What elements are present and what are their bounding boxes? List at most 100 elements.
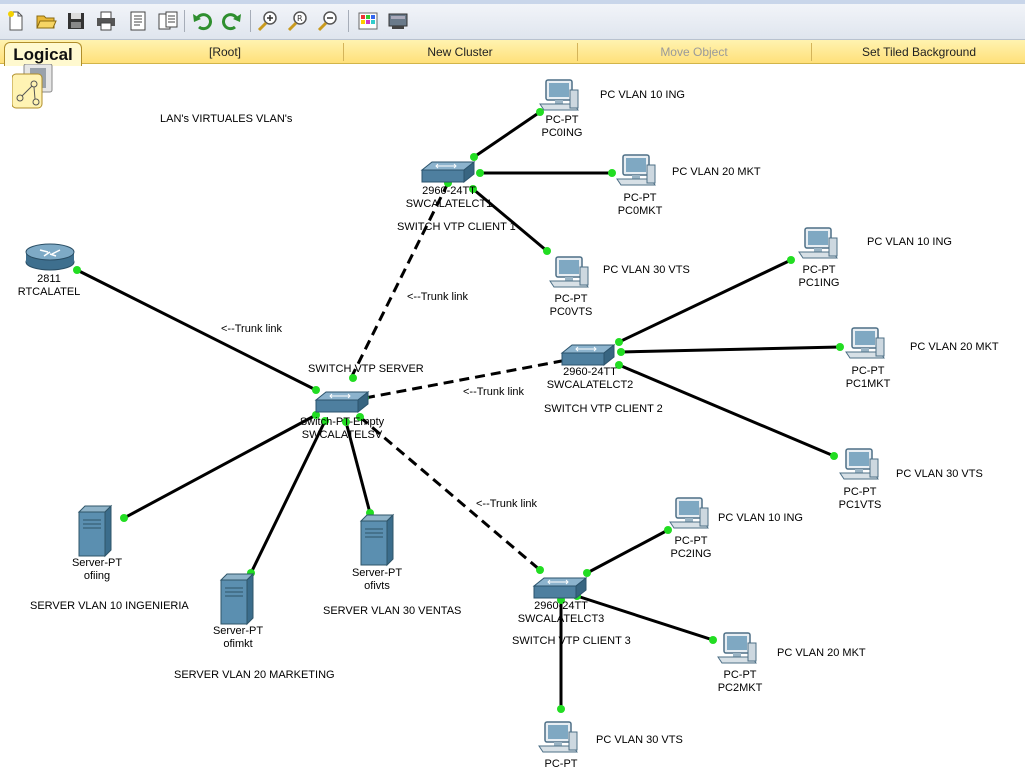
zoom-reset-icon[interactable]: R	[286, 9, 310, 33]
device-model: PC-PT	[802, 264, 836, 276]
device-model: PC-PT	[843, 486, 877, 498]
pc0ing-label[interactable]: PC-PT PC0ING	[542, 114, 583, 140]
vtp-server-note: SWITCH VTP SERVER	[308, 363, 424, 375]
topology-title-note: LAN's VIRTUALES VLAN's	[160, 113, 293, 125]
pc0mkt-label[interactable]: PC-PT PC0MKT	[618, 192, 663, 218]
move-object-button[interactable]: Move Object	[660, 45, 728, 59]
device-model: PC-PT	[851, 365, 885, 377]
server-ofivts-label[interactable]: Server-PT ofivts	[352, 567, 402, 593]
link-server-ofiing	[123, 413, 317, 520]
server-ofimkt-label[interactable]: Server-PT ofimkt	[213, 625, 263, 651]
main-toolbar: R	[0, 0, 1025, 40]
device-model: 2811	[37, 273, 61, 285]
trunk-server-ct2	[364, 358, 568, 400]
trunk-server-ct1	[349, 182, 450, 379]
pc2mkt-label[interactable]: PC-PT PC2MKT	[718, 669, 763, 695]
device-model: 2960-24TT	[422, 185, 476, 197]
toolbar-separator	[250, 10, 251, 32]
redo-icon[interactable]	[220, 9, 244, 33]
device-name: SWCALATELCT2	[546, 379, 634, 391]
pc1mkt-label[interactable]: PC-PT PC1MKT	[846, 365, 891, 391]
link-router-server-switch	[76, 268, 317, 392]
logical-workspace-tab[interactable]: Logical	[4, 42, 82, 66]
svg-text:R: R	[297, 14, 303, 23]
activity-wizard-icon[interactable]	[126, 9, 150, 33]
server-vlan10-note: SERVER VLAN 10 INGENIERIA	[30, 600, 189, 612]
device-model: Switch-PT-Empty	[299, 416, 385, 428]
device-name: PC2MKT	[717, 682, 763, 694]
device-name: ofiing	[83, 570, 111, 582]
pc-vlan-note: PC VLAN 20 MKT	[777, 647, 866, 659]
pc2ing-label[interactable]: PC-PT PC2ING	[671, 535, 712, 561]
pc1ing-icon	[798, 227, 838, 259]
device-model: PC-PT	[623, 192, 657, 204]
pc0vts-label[interactable]: PC-PT PC0VTS	[550, 293, 593, 319]
device-name: PC1VTS	[838, 499, 882, 511]
device-model: PC-PT	[723, 669, 757, 681]
palette-icon[interactable]	[356, 9, 380, 33]
zoom-out-icon[interactable]	[316, 9, 340, 33]
device-model: PC-PT	[544, 758, 578, 770]
custom-device-icon[interactable]	[386, 9, 410, 33]
device-model: Server-PT	[71, 557, 123, 569]
switch-client1-label[interactable]: 2960-24TT SWCALATELCT1	[406, 185, 493, 211]
pc0vts-icon	[549, 256, 589, 288]
copy-icon[interactable]	[156, 9, 180, 33]
switch-client3-icon	[533, 577, 587, 599]
device-model: 2960-24TT	[534, 600, 588, 612]
print-icon[interactable]	[94, 9, 118, 33]
device-model: Server-PT	[351, 567, 403, 579]
logical-canvas[interactable]: LAN's VIRTUALES VLAN's <--Trunk link <--…	[0, 65, 1025, 774]
server-ofiing-label[interactable]: Server-PT ofiing	[72, 557, 122, 583]
topology-links	[25, 79, 885, 753]
switch-client2-label[interactable]: 2960-24TT SWCALATELCT2	[547, 366, 634, 392]
pc1vts-label[interactable]: PC-PT PC1VTS	[839, 486, 882, 512]
pc1vts-icon	[839, 448, 879, 480]
trunk-note: <--Trunk link	[221, 323, 283, 335]
link-ct1-pc0vts	[472, 187, 548, 253]
router-icon	[25, 243, 75, 271]
pc2mkt-icon	[717, 632, 757, 664]
vtp-client1-note: SWITCH VTP CLIENT 1	[397, 221, 516, 233]
device-model: Server-PT	[212, 625, 264, 637]
pc3-icon	[538, 721, 578, 753]
new-icon[interactable]	[4, 9, 28, 33]
router-label[interactable]: 2811 RTCALATEL	[18, 273, 81, 299]
link-ct2-pc1ing	[618, 258, 792, 344]
device-name: PC1ING	[798, 277, 840, 289]
device-name: PC0VTS	[549, 306, 593, 318]
device-name: ofivts	[364, 580, 390, 592]
zoom-in-icon[interactable]	[256, 9, 280, 33]
pc-vlan-note: PC VLAN 10 ING	[718, 512, 803, 524]
save-icon[interactable]	[64, 9, 88, 33]
new-cluster-button[interactable]: New Cluster	[427, 45, 493, 59]
device-name: PC1MKT	[845, 378, 891, 390]
server-vlan30-note: SERVER VLAN 30 VENTAS	[323, 605, 462, 617]
open-icon[interactable]	[34, 9, 58, 33]
switch-server-label[interactable]: Switch-PT-Empty SWCALATELSV	[300, 416, 384, 442]
link-ct3-pc2mkt	[576, 594, 714, 642]
pc0mkt-icon	[616, 154, 656, 186]
device-model: PC-PT	[545, 114, 579, 126]
logical-navigation-icon[interactable]	[11, 63, 54, 110]
device-name: PC0MKT	[617, 205, 663, 217]
toolbar-separator	[348, 10, 349, 32]
pc0ing-icon	[539, 79, 579, 111]
pc1ing-label[interactable]: PC-PT PC1ING	[799, 264, 840, 290]
device-name: SWCALATELSV	[301, 429, 383, 441]
set-tiled-background-button[interactable]: Set Tiled Background	[861, 45, 977, 59]
trunk-server-ct3	[359, 415, 541, 572]
device-model: PC-PT	[554, 293, 588, 305]
link-ct2-pc1vts	[618, 363, 835, 458]
pc3-label[interactable]: PC-PT	[545, 758, 578, 771]
bar-divider	[343, 43, 344, 61]
switch-server-icon	[315, 391, 369, 413]
switch-client3-label[interactable]: 2960-24TT SWCALATELCT3	[518, 600, 605, 626]
undo-icon[interactable]	[190, 9, 214, 33]
device-name: PC0ING	[541, 127, 583, 139]
pc1mkt-icon	[845, 327, 885, 359]
link-ct1-pc0ing	[473, 110, 541, 159]
switch-client2-icon	[561, 344, 615, 366]
root-button[interactable]: [Root]	[208, 45, 241, 59]
